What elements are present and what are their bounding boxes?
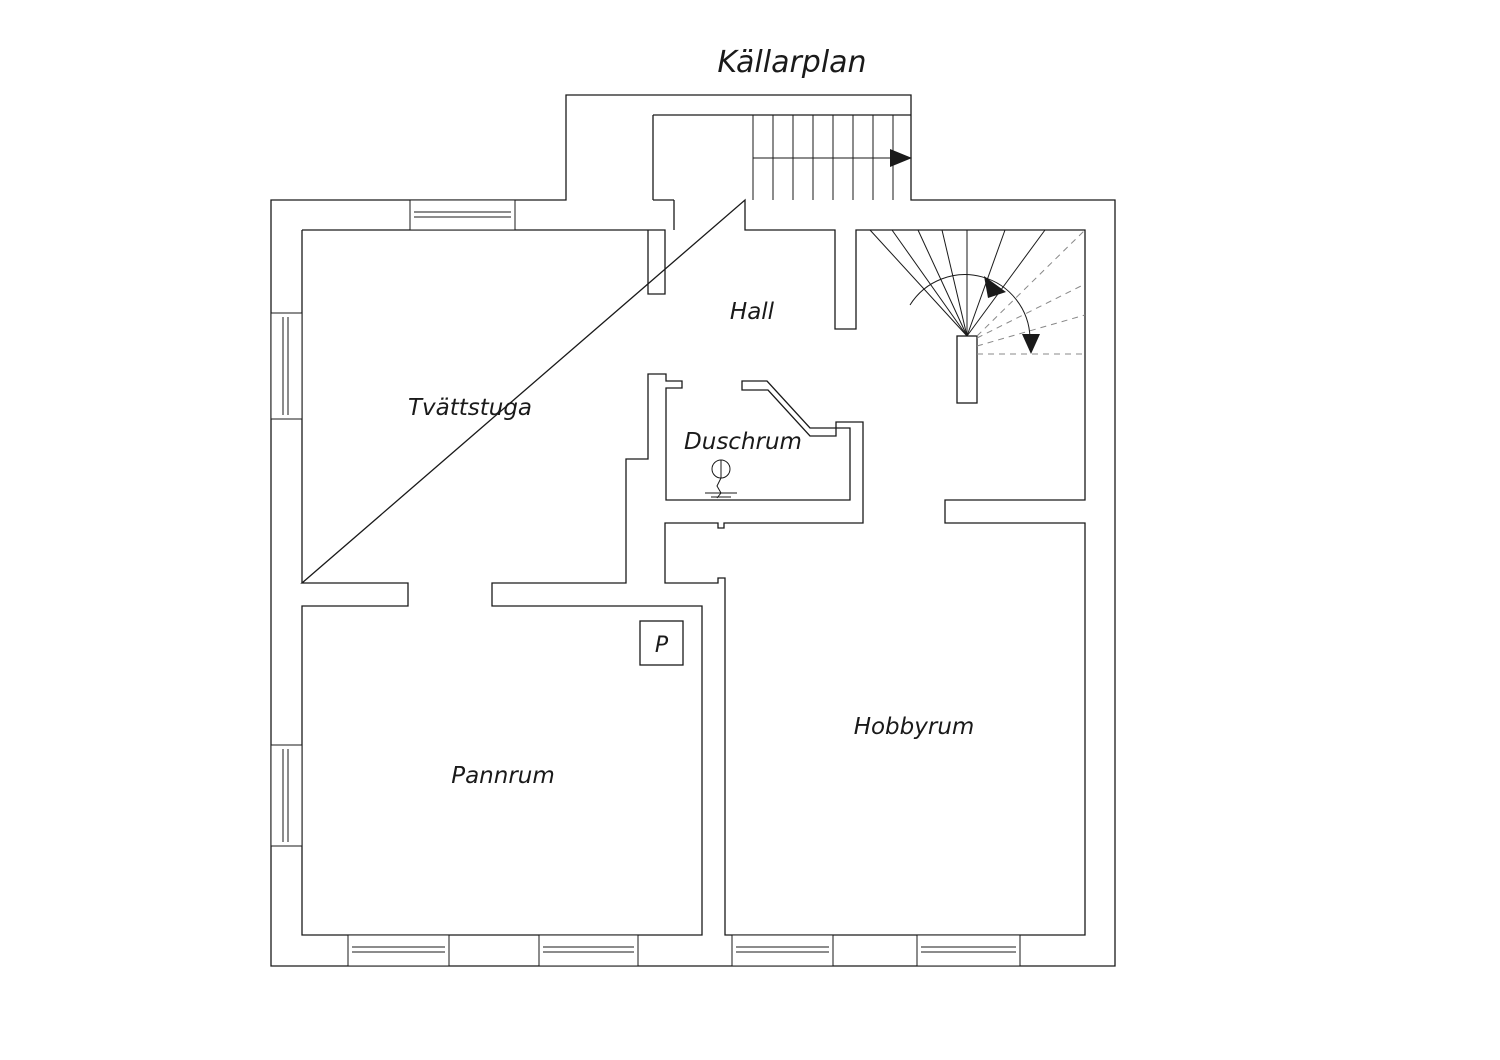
stair-newel bbox=[956, 335, 978, 404]
stair-direction-arrow-icon bbox=[890, 149, 912, 167]
room-label-tvattstuga: Tvättstuga bbox=[408, 395, 532, 421]
winding-arrow-lower-icon bbox=[1022, 334, 1040, 354]
window-bottom-4 bbox=[916, 934, 1021, 967]
p-symbol-label: P bbox=[655, 633, 669, 658]
window-top-left bbox=[409, 199, 516, 231]
interior-walls bbox=[300, 198, 1086, 936]
room-label-duschrum: Duschrum bbox=[684, 429, 802, 455]
room-label-hall: Hall bbox=[730, 299, 775, 325]
winding-arrow-upper-icon bbox=[984, 276, 1006, 298]
entrance-stairs bbox=[752, 115, 912, 200]
window-left-lower bbox=[270, 744, 303, 847]
winding-stairs bbox=[869, 229, 1086, 404]
room-label-pannrum: Pannrum bbox=[451, 763, 555, 789]
outer-walls bbox=[270, 94, 1116, 967]
window-bottom-1 bbox=[347, 934, 450, 967]
window-bottom-2 bbox=[538, 934, 639, 967]
windows bbox=[270, 199, 1021, 967]
shower-icon bbox=[705, 459, 737, 499]
plan-title: Källarplan bbox=[717, 45, 866, 80]
room-label-hobbyrum: Hobbyrum bbox=[854, 714, 975, 740]
window-left-upper bbox=[270, 312, 303, 420]
window-bottom-3 bbox=[731, 934, 834, 967]
p-symbol: P bbox=[639, 620, 684, 666]
